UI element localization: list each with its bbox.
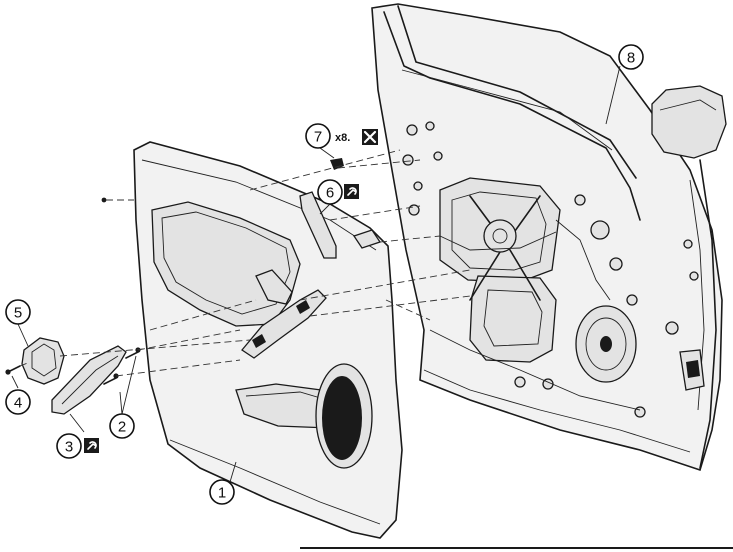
handle-surround-ring — [21, 337, 65, 385]
svg-text:1: 1 — [218, 485, 226, 502]
svg-text:7: 7 — [314, 129, 322, 146]
door-trim-panel — [133, 141, 403, 539]
alignment-lines — [19, 149, 471, 377]
callout-6: 6 — [317, 179, 343, 205]
callout-5: 5 — [5, 299, 31, 325]
svg-text:3: 3 — [65, 439, 73, 456]
door-fixing-holes — [402, 121, 699, 418]
pull-handle-cover — [51, 345, 127, 415]
screw-4 — [5, 365, 21, 375]
svg-text:4: 4 — [14, 395, 22, 412]
door-speaker — [575, 305, 637, 383]
svg-text:6: 6 — [326, 185, 334, 202]
svg-text:8: 8 — [627, 50, 635, 67]
tool-symbol-icon — [84, 438, 99, 453]
callout-1: 1 — [209, 479, 235, 505]
callout-4: 4 — [5, 389, 31, 415]
trim-speaker-grille — [315, 363, 373, 469]
svg-text:2: 2 — [118, 419, 126, 436]
tool-symbol-icon — [344, 184, 359, 199]
mirror — [651, 85, 727, 159]
callout-3: 3 — [56, 433, 82, 459]
callout-8: 8 — [618, 44, 644, 70]
callout-2: 2 — [109, 413, 135, 439]
callout-leaders — [11, 65, 621, 483]
quantity-note: x8. — [335, 132, 350, 144]
trim-clip-7 — [101, 158, 344, 203]
door-shell — [371, 3, 727, 472]
inner-handle-bezel — [299, 191, 382, 259]
callout-7: 7 — [305, 123, 331, 149]
svg-text:5: 5 — [14, 305, 22, 322]
crossed-box-icon — [362, 129, 378, 145]
